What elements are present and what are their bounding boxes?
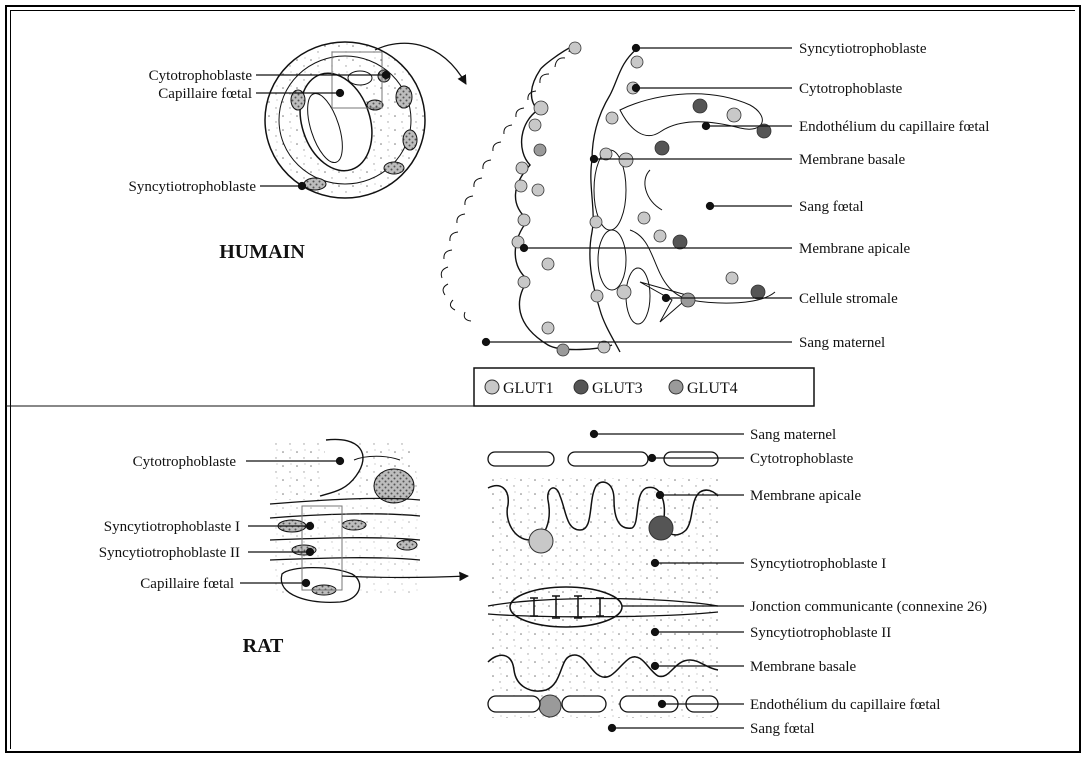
rat-detail-drawing [488, 452, 718, 718]
rat-overview-label-cytotrophoblast: Cytotrophoblaste [133, 454, 237, 470]
rat-label-basal-membrane: Membrane basale [750, 659, 857, 675]
rat-overview-label-fetal-capillary: Capillaire fœtal [140, 576, 234, 592]
human-label-fetal-capillary-endothelium: Endothélium du capillaire fœtal [799, 119, 989, 135]
rat-label-fetal-capillary-endothelium: Endothélium du capillaire fœtal [750, 697, 940, 713]
human-overview-label-fetal-capillary: Capillaire fœtal [158, 86, 252, 102]
rat-label-maternal-blood: Sang maternel [750, 427, 836, 443]
human-label-apical-membrane: Membrane apicale [799, 241, 911, 257]
rat-overview-label-syncytiotrophoblast-1: Syncytiotrophoblaste I [104, 519, 240, 535]
rat-label-gap-junction: Jonction communicante (connexine 26) [750, 599, 987, 615]
human-label-cytotrophoblast: Cytotrophoblaste [799, 81, 903, 97]
human-overview-label-syncytiotrophoblast: Syncytiotrophoblaste [129, 179, 257, 195]
legend-glut4-swatch [669, 380, 683, 394]
human-villus-overview [265, 42, 466, 198]
human-label-fetal-blood: Sang fœtal [799, 199, 864, 215]
human-label-syncytiotrophoblast: Syncytiotrophoblaste [799, 41, 927, 57]
human-detail-drawing [441, 42, 775, 356]
rat-label-syncytiotrophoblast-1: Syncytiotrophoblaste I [750, 556, 886, 572]
legend-glut4-label: GLUT4 [687, 380, 738, 397]
human-species-title: HUMAIN [219, 241, 305, 263]
human-label-maternal-blood: Sang maternel [799, 335, 885, 351]
rat-species-title: RAT [243, 635, 284, 657]
human-label-stromal-cell: Cellule stromale [799, 291, 898, 307]
rat-label-apical-membrane: Membrane apicale [750, 488, 862, 504]
rat-label-fetal-blood: Sang fœtal [750, 721, 815, 737]
legend-glut1-swatch [485, 380, 499, 394]
rat-overview-label-syncytiotrophoblast-2: Syncytiotrophoblaste II [99, 545, 240, 561]
rat-overview [270, 439, 468, 602]
human-label-basal-membrane: Membrane basale [799, 152, 906, 168]
human-overview-label-cytotrophoblast: Cytotrophoblaste [149, 68, 253, 84]
legend-glut3-label: GLUT3 [592, 380, 643, 397]
rat-label-cytotrophoblast: Cytotrophoblaste [750, 451, 854, 467]
legend-glut3-swatch [574, 380, 588, 394]
human-detail-leaders [483, 45, 793, 346]
legend-glut1-label: GLUT1 [503, 380, 554, 397]
rat-label-syncytiotrophoblast-2: Syncytiotrophoblaste II [750, 625, 891, 641]
